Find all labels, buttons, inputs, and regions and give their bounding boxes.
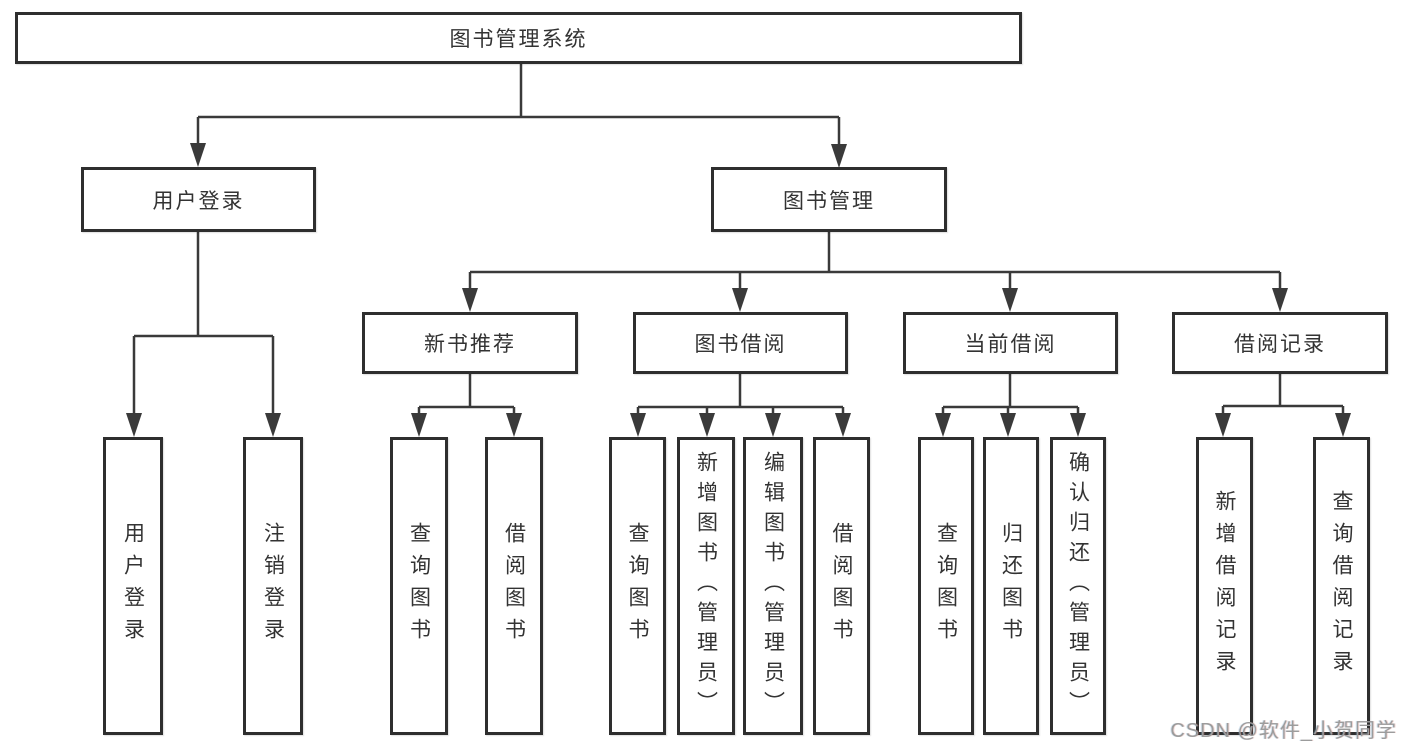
node-label: 编辑图书（管理员） [761,451,785,721]
node-borrowing-records: 借阅记录 [1172,312,1388,374]
leaf-query-books-3: 查询图书 [918,437,974,735]
node-book-borrowing: 图书借阅 [633,312,848,374]
node-label: 图书管理 [783,189,875,213]
arrowheads-level3 [462,288,1288,312]
leaf-query-borrow-record: 查询借阅记录 [1313,437,1370,735]
leaf-user-login: 用户登录 [103,437,163,735]
node-label: 用户登录 [121,522,145,650]
connector-root-to-level2 [196,64,841,145]
leaf-query-books-1: 查询图书 [390,437,448,735]
node-label: 图书借阅 [694,333,787,356]
node-label: 新书推荐 [424,333,516,356]
node-label: 注销登录 [261,522,285,650]
node-label: 确认归还（管理员） [1066,451,1090,721]
node-library-management-system: 图书管理系统 [15,12,1022,64]
leaf-borrow-books-1: 借阅图书 [485,437,543,735]
leaf-borrow-books-2: 借阅图书 [813,437,870,735]
leaf-logout: 注销登录 [243,437,303,735]
leaf-add-books-admin: 新增图书（管理员） [677,437,735,735]
node-new-book-recommend: 新书推荐 [362,312,578,374]
node-label: 查询图书 [934,522,958,650]
leaf-edit-books-admin: 编辑图书（管理员） [743,437,803,735]
node-label: 借阅图书 [502,522,526,650]
leaf-add-borrow-record: 新增借阅记录 [1196,437,1253,735]
arrowheads-leaf-groups [411,413,1351,437]
node-label: 当前借阅 [964,333,1057,356]
node-user-login: 用户登录 [81,167,316,232]
leaf-return-books: 归还图书 [983,437,1039,735]
node-current-borrowing: 当前借阅 [903,312,1118,374]
node-label: 查询图书 [407,522,431,650]
node-label: 借阅图书 [830,522,853,650]
arrowheads-user-login-branch [126,413,281,437]
csdn-watermark: CSDN @软件_小贺同学 [1170,720,1397,742]
node-label: 查询借阅记录 [1330,490,1353,682]
leaf-confirm-return-admin: 确认归还（管理员） [1050,437,1106,735]
node-label: 新增图书（管理员） [694,451,718,721]
node-label: 查询图书 [626,522,649,650]
node-label: 图书管理系统 [449,28,588,51]
node-label: 用户登录 [152,189,245,213]
node-label: 新增借阅记录 [1213,490,1236,682]
leaf-query-books-2: 查询图书 [609,437,666,735]
arrowheads-level2 [190,143,847,168]
connector-user-login-branch [132,232,275,413]
node-book-management: 图书管理 [711,167,947,232]
node-label: 归还图书 [999,522,1023,650]
node-label: 借阅记录 [1234,333,1326,356]
connector-book-mgmt-branch [468,232,1282,288]
connector-leaf-groups [417,374,1345,413]
